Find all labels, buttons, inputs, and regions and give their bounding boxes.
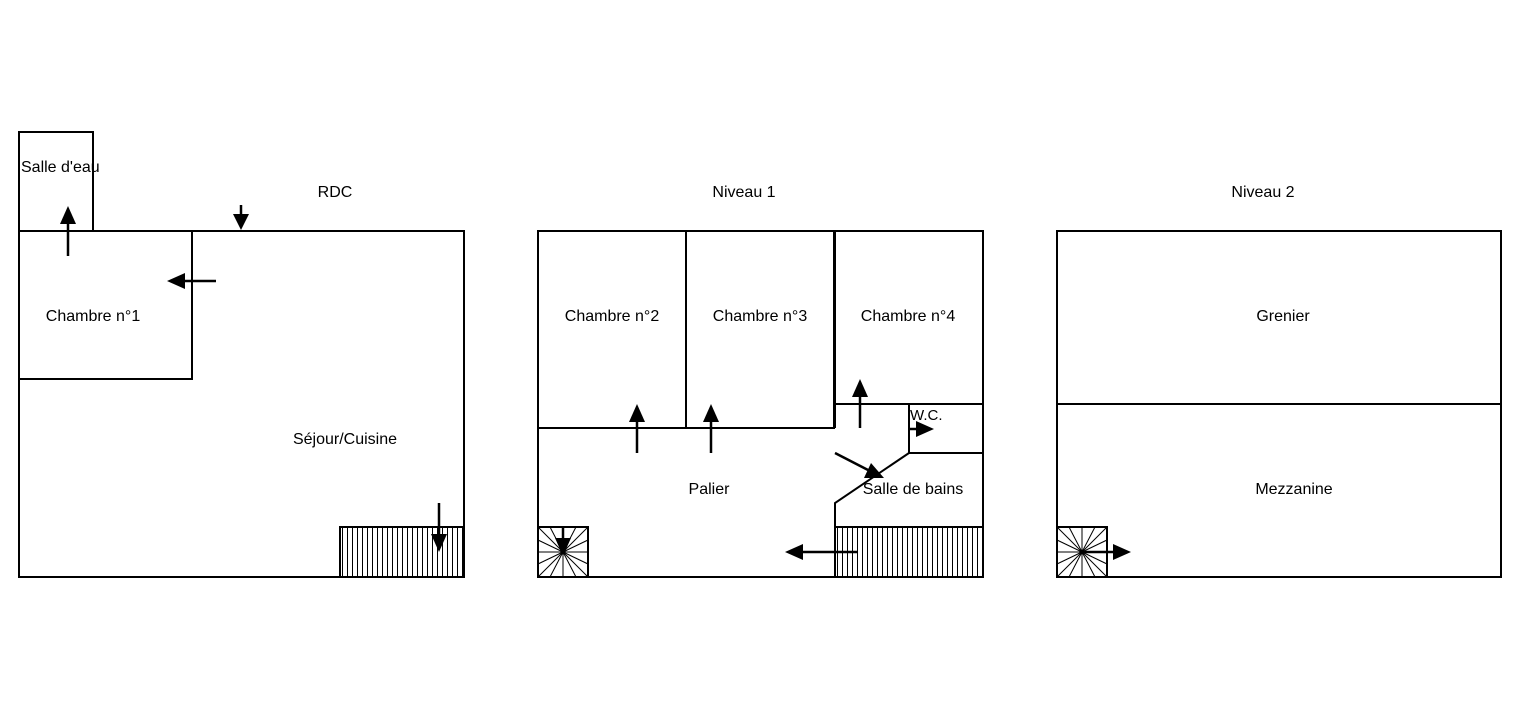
room-label-grenier: Grenier: [1256, 308, 1310, 325]
stairs-direction-arrow-icon: [785, 544, 858, 560]
stairs-direction-arrow-icon: [1082, 544, 1131, 560]
room-mezzanine: [1056, 403, 1502, 578]
level-rdc: RDC Salle d'eau Chambre n°1 Séjour/Cuisi…: [18, 131, 465, 578]
room-chambre-1: [18, 230, 193, 380]
level-niveau-1: Niveau 1 Chambre n°2 Chambre n°3 Chambre…: [537, 184, 984, 578]
door-arrow-icon: [852, 379, 868, 428]
room-salle-d-eau: [18, 131, 94, 232]
room-sejour-cuisine: [18, 230, 465, 578]
room-label-chambre-1: Chambre n°1: [46, 308, 141, 325]
door-arrow-icon: [834, 451, 884, 478]
level-title-niveau-1: Niveau 1: [712, 184, 775, 201]
level-title-rdc: RDC: [318, 184, 353, 201]
room-label-chambre-2: Chambre n°2: [565, 308, 660, 325]
room-label-salle-de-bains: Salle de bains: [863, 481, 964, 498]
door-arrow-icon: [60, 206, 76, 256]
level-title-niveau-2: Niveau 2: [1231, 184, 1294, 201]
room-label-palier: Palier: [689, 481, 731, 498]
entrance-arrow-icon: [233, 205, 249, 230]
staircase-straight-niveau-1: [834, 526, 984, 578]
room-label-sejour-cuisine: Séjour/Cuisine: [293, 431, 397, 448]
room-label-wc: W.C.: [910, 407, 943, 424]
room-label-mezzanine: Mezzanine: [1255, 481, 1332, 498]
room-chambre-2: [537, 230, 687, 429]
door-arrow-icon: [909, 421, 934, 437]
door-arrow-icon: [629, 404, 645, 453]
room-label-chambre-3: Chambre n°3: [713, 308, 808, 325]
door-arrow-icon: [703, 404, 719, 453]
room-label-salle-d-eau: Salle d'eau: [21, 159, 100, 176]
room-chambre-3: [685, 230, 835, 429]
level-niveau-2: Niveau 2 Grenier Mezzanine: [1056, 184, 1502, 578]
door-arrow-icon: [167, 273, 216, 289]
stairs-direction-arrow-icon: [555, 528, 571, 556]
room-label-chambre-4: Chambre n°4: [861, 308, 956, 325]
stairs-direction-arrow-icon: [431, 503, 447, 552]
